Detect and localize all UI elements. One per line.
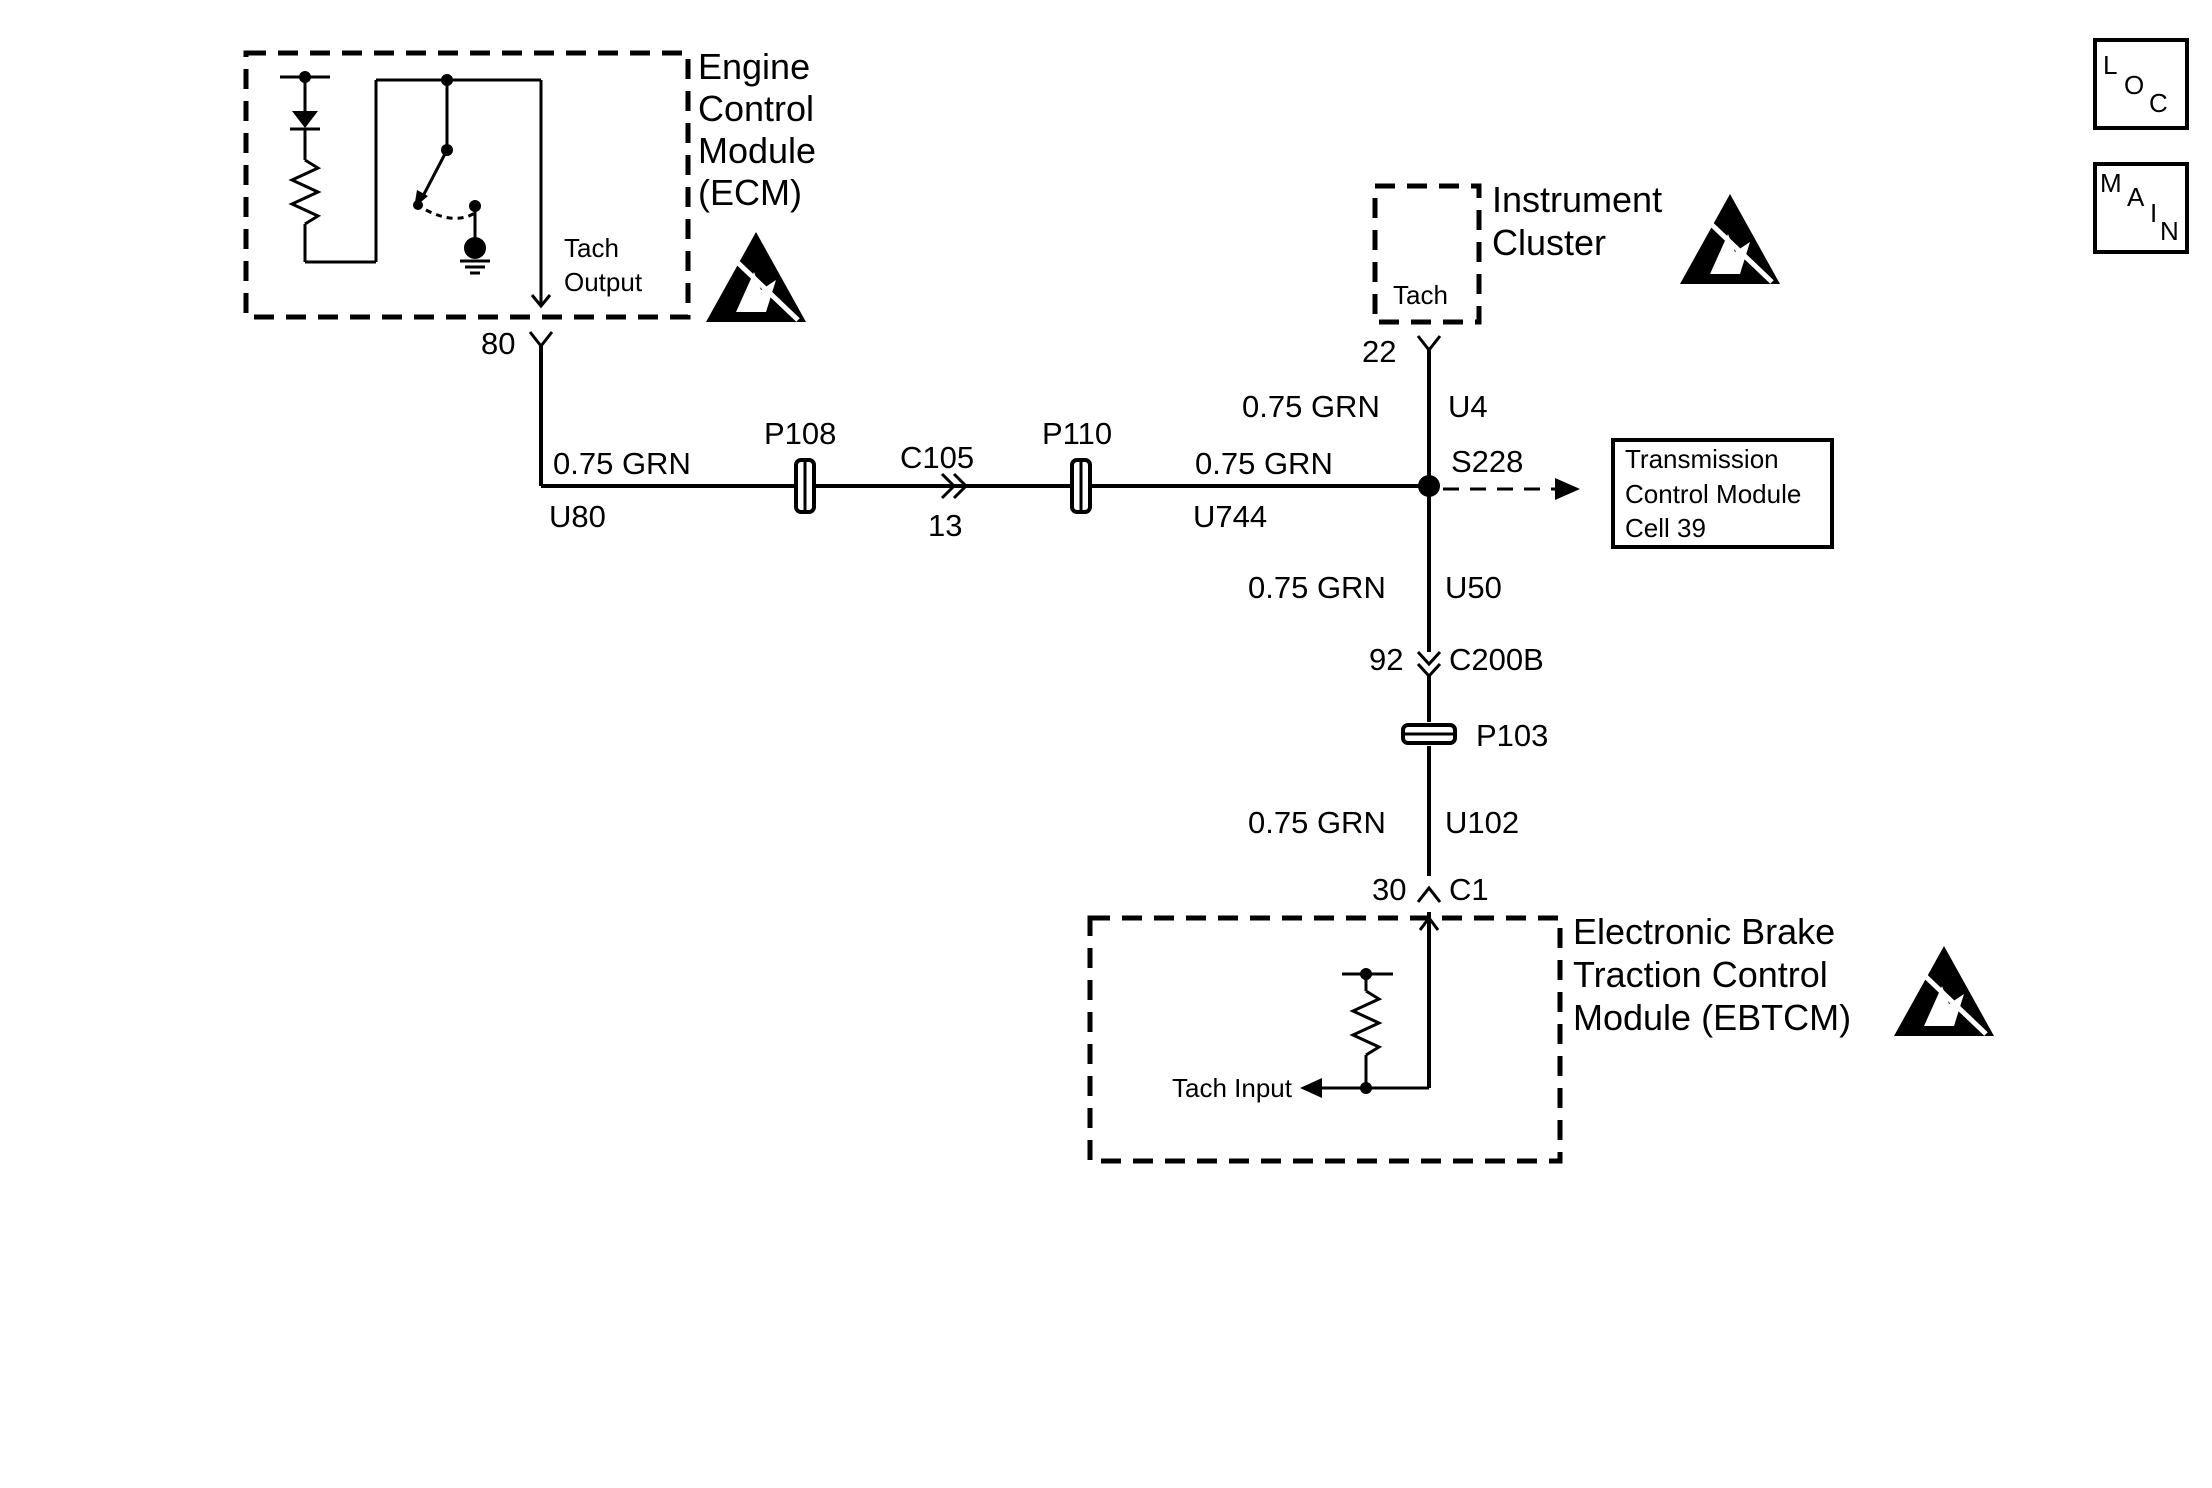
- esd-warning-icon: [1680, 194, 1780, 284]
- cluster-title-line-2: Cluster: [1492, 222, 1606, 263]
- c105-connector: [940, 472, 969, 500]
- loc-letter-l: L: [2103, 50, 2117, 80]
- cluster-tach-label: Tach: [1393, 280, 1448, 310]
- ebtcm-title-line-2: Traction Control: [1573, 954, 1828, 995]
- loc-button[interactable]: L O C: [2093, 38, 2189, 130]
- horizontal-wire: [539, 346, 1429, 488]
- esd-warning-icon: [706, 232, 806, 322]
- ecm-pin-80: 80: [481, 326, 515, 361]
- ecm-title-line-1: Engine: [698, 46, 810, 87]
- ebtcm-terminal-30: [1416, 885, 1442, 903]
- cluster-circuit-u4: U4: [1448, 389, 1488, 424]
- p108-grommet: [794, 458, 816, 514]
- ebtcm-pin-30: 30: [1372, 872, 1406, 907]
- arrow-right-icon: [1555, 478, 1580, 500]
- tcm-label-line-3: Cell 39: [1625, 513, 1706, 543]
- cluster-pin-22: 22: [1362, 334, 1396, 369]
- main-letter-a: A: [2127, 182, 2145, 212]
- ebtcm-wire-color: 0.75 GRN: [1248, 805, 1386, 840]
- p108-label: P108: [764, 416, 836, 451]
- main-letter-i: I: [2150, 198, 2157, 228]
- tcm-reference-link[interactable]: Transmission Control Module Cell 39: [1611, 438, 1834, 549]
- cluster-title-line-1: Instrument: [1492, 179, 1662, 220]
- p110-label: P110: [1042, 416, 1112, 451]
- c200b-pin-92: 92: [1369, 642, 1403, 677]
- s228-label: S228: [1451, 444, 1523, 479]
- ebtcm-internal-circuit: [1300, 912, 1440, 1098]
- ecm-title-line-4: (ECM): [698, 172, 802, 213]
- ecm-wire-color: 0.75 GRN: [553, 446, 691, 481]
- esd-warning-icon: [1894, 946, 1994, 1036]
- ebtcm-title-line-3: Module (EBTCM): [1573, 997, 1851, 1038]
- tcm-label-line-2: Control Module: [1625, 479, 1801, 509]
- c200b-connector: [1416, 650, 1442, 679]
- ebtcm-connector-c1: C1: [1449, 872, 1489, 907]
- ebtcm-tach-input-label: Tach Input: [1172, 1073, 1293, 1103]
- lower-circuit-u50: U50: [1445, 570, 1502, 605]
- ebtcm-title-line-1: Electronic Brake: [1573, 911, 1835, 952]
- main-letter-m: M: [2100, 168, 2122, 198]
- main-button[interactable]: M A I N: [2093, 162, 2189, 254]
- c105-pin-13: 13: [928, 508, 962, 543]
- loc-letter-o: O: [2124, 70, 2144, 100]
- ecm-title-line-2: Control: [698, 88, 814, 129]
- instrument-cluster-module: Tach Instrument Cluster 22: [1362, 179, 1780, 369]
- ecm-module: Tach Output Engine Control Module (ECM) …: [243, 46, 816, 361]
- p103-grommet: [1401, 723, 1457, 745]
- main-letter-n: N: [2160, 216, 2179, 246]
- lower-wire-color: 0.75 GRN: [1248, 570, 1386, 605]
- p110-grommet: [1070, 458, 1092, 514]
- ecm-terminal-80: [528, 331, 554, 349]
- tcm-label-line-1: Transmission: [1625, 444, 1779, 474]
- ecm-title-line-3: Module: [698, 130, 816, 171]
- mid-wire-color: 0.75 GRN: [1195, 446, 1333, 481]
- cluster-terminal-22: [1416, 335, 1442, 353]
- ebtcm-module: Tach Input Electronic Brake Traction Con…: [1087, 911, 1994, 1164]
- ecm-tach-output-label: Tach: [564, 233, 619, 263]
- c200b-label: C200B: [1449, 642, 1544, 677]
- mid-circuit-u744: U744: [1193, 499, 1267, 534]
- c105-label: C105: [900, 440, 974, 475]
- p103-label: P103: [1476, 718, 1548, 753]
- ecm-internal-circuit: [280, 71, 552, 309]
- cluster-wire-color: 0.75 GRN: [1242, 389, 1380, 424]
- s228-splice-node: [1418, 475, 1440, 497]
- ecm-tach-output-label-2: Output: [564, 267, 643, 297]
- loc-letter-c: C: [2149, 88, 2168, 118]
- ebtcm-circuit-u102: U102: [1445, 805, 1519, 840]
- ecm-circuit-u80: U80: [549, 499, 606, 534]
